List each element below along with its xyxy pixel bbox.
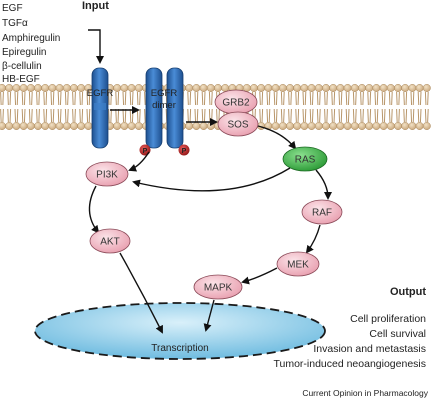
svg-text:P: P: [143, 148, 148, 155]
output-item-invasion: Invasion and metastasis: [313, 343, 426, 355]
ligand-epiregulin: Epiregulin: [2, 47, 46, 58]
egfr-monomer: EGFR: [87, 67, 114, 149]
mek-node: MEK: [276, 251, 320, 277]
ras-node: RAS: [282, 146, 328, 172]
mapk-to-transcription-arrow: [203, 299, 215, 332]
pi3k-node: PI3K: [85, 161, 129, 187]
grb2-node: GRB2: [214, 89, 258, 115]
output-heading: Output: [390, 286, 426, 298]
mapk-node: MAPK: [193, 274, 243, 300]
ras-to-raf-arrow: [315, 169, 332, 200]
phospho-mark-right: P: [178, 144, 190, 156]
akt-to-transcription-arrow: [119, 252, 163, 334]
output-item-survival: Cell survival: [369, 328, 426, 340]
akt-label: AKT: [100, 237, 119, 248]
ligand-tgfa: TGFα: [2, 18, 28, 29]
sos-node: SOS: [217, 111, 259, 137]
egfr-monomer-label: EGFR: [87, 88, 114, 99]
nucleus: Transcription: [34, 302, 326, 360]
ligand-betacellulin: β-cellulin: [2, 61, 42, 72]
ligand-amphiregulin: Amphiregulin: [2, 33, 60, 44]
nucleus-label: Transcription: [151, 343, 208, 354]
pi3k-to-akt-arrow: [88, 185, 100, 234]
phospho-mark-left: P: [139, 144, 151, 156]
ligand-hbegf: HB-EGF: [2, 74, 40, 85]
grb2-label: GRB2: [222, 98, 250, 109]
akt-node: AKT: [89, 228, 131, 254]
mek-to-mapk-arrow: [241, 267, 278, 285]
sos-to-ras-arrow: [257, 125, 297, 150]
journal-footer: Current Opinion in Pharmacology: [302, 388, 428, 398]
dimer-to-pi3k-arrow: [128, 151, 150, 172]
ras-to-pi3k-arrow: [132, 167, 291, 192]
mapk-label: MAPK: [204, 283, 233, 294]
output-item-proliferation: Cell proliferation: [350, 313, 426, 325]
ligand-egf: EGF: [2, 3, 23, 14]
ras-label: RAS: [295, 155, 316, 166]
egfr-dimer-label-line1: EGFR: [151, 88, 178, 99]
egfr-dimer: EGFR dimer: [145, 67, 184, 149]
raf-to-mek-arrow: [305, 224, 321, 254]
pi3k-label: PI3K: [96, 170, 118, 181]
output-item-neoangiogenesis: Tumor-induced neoangiogenesis: [273, 358, 426, 370]
svg-text:P: P: [182, 148, 187, 155]
raf-label: RAF: [312, 208, 332, 219]
input-heading: Input: [82, 0, 109, 12]
cell-membrane: [0, 84, 431, 130]
egfr-dimer-label-line2: dimer: [152, 100, 176, 111]
sos-label: SOS: [227, 120, 248, 131]
input-arrow: [88, 29, 104, 64]
mek-label: MEK: [287, 260, 309, 271]
raf-node: RAF: [301, 199, 343, 225]
